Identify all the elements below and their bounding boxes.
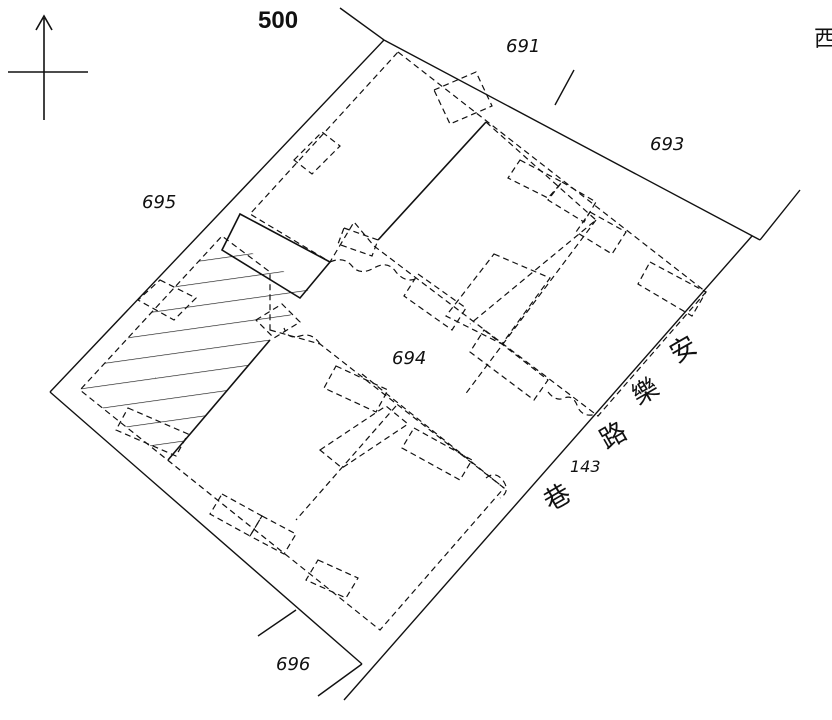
lane-char: 巷 [539,479,577,518]
interior-walls [167,121,487,461]
lot-label-691: 691 [506,36,540,57]
lot-label-693: 693 [650,134,684,155]
corner-glyph: 西 [814,27,832,52]
lot-label-696: 696 [276,654,310,675]
address-number: 143 [570,457,601,476]
lot-label-694: 694 [392,348,426,369]
road-char-1: 安 [665,331,703,370]
scale-label: 500 [258,7,298,34]
road-char-3: 路 [595,417,633,456]
hatched-area [80,236,310,460]
road-char-2: 樂 [627,373,665,412]
parcel-boundary [49,7,801,701]
building-outlines [79,51,707,631]
wavy-walls [283,259,597,499]
north-arrow-icon [8,14,88,120]
lot-label-695: 695 [142,192,176,213]
